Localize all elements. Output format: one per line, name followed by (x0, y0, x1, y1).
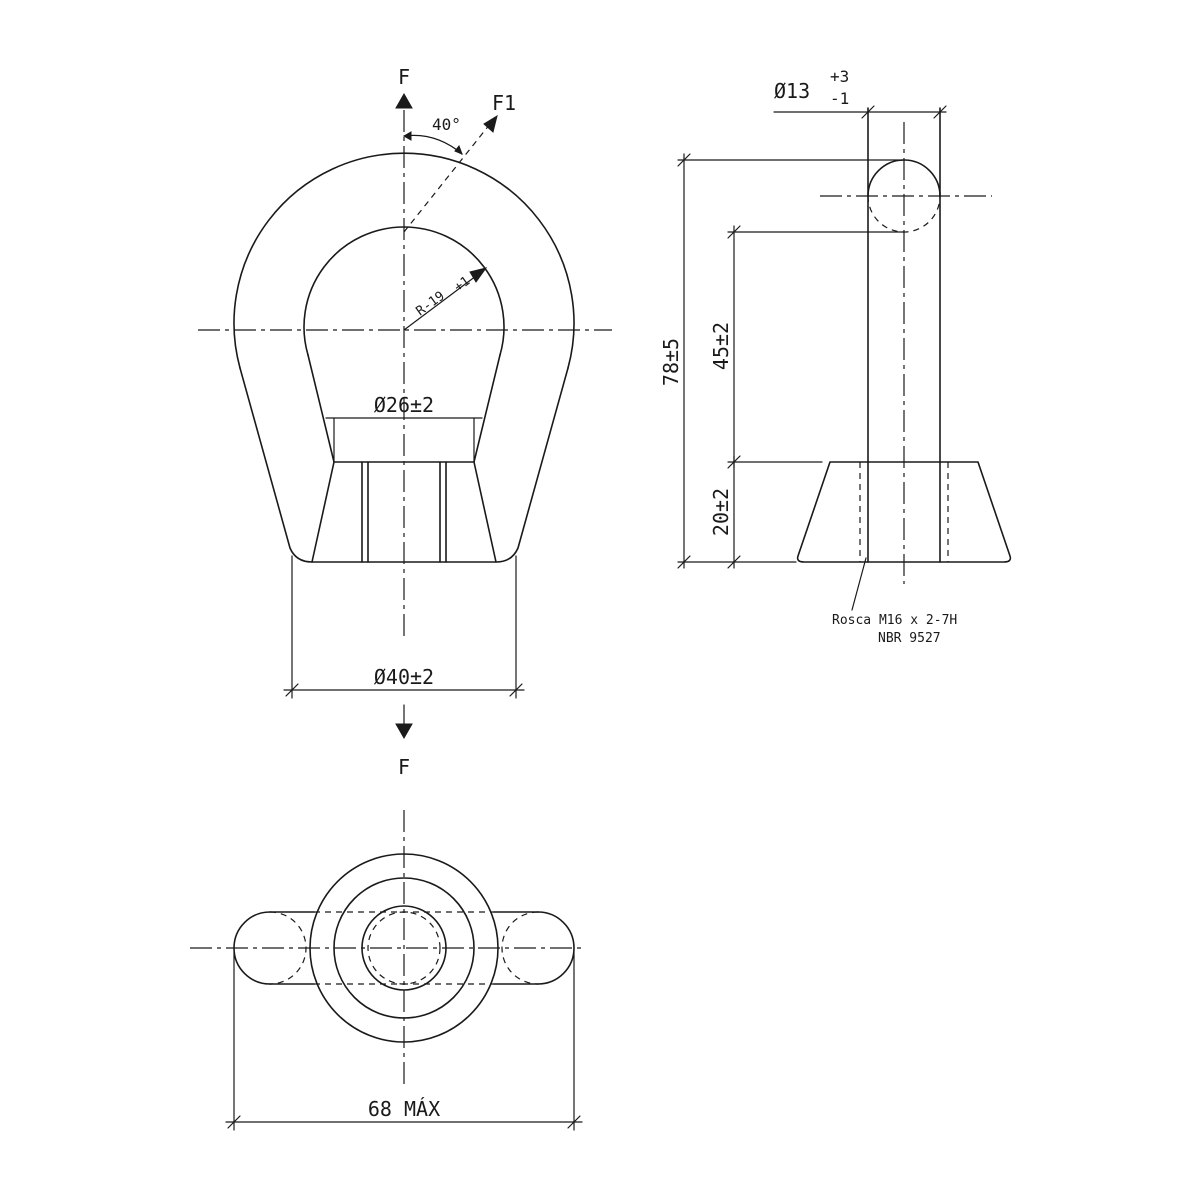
base-dia-tick-right (509, 683, 523, 697)
width-tick-left (227, 1115, 241, 1129)
force-bottom-arrow-icon (395, 723, 413, 740)
ring-dia-label: Ø13 (774, 79, 810, 103)
top-outer-ring (309, 853, 499, 1043)
wing-left-hidden (269, 911, 307, 985)
ring-tol-minus: -1 (830, 89, 849, 108)
dim-45-tick-top (727, 225, 741, 239)
force-top-arrow-icon (395, 92, 413, 109)
wing-left-end (233, 911, 271, 985)
thread-leader (851, 557, 867, 611)
angle-arc (403, 134, 463, 155)
eye-outer-arc (233, 152, 575, 369)
force-top-label: F (398, 65, 410, 89)
wing-right-end (537, 911, 575, 985)
force-angle-arrow-icon (483, 114, 498, 133)
dim-45-label: 45±2 (709, 322, 733, 370)
dim-20-tick-bottom (727, 555, 741, 569)
ring-tol-plus: +3 (830, 67, 849, 86)
front-view: F F1 40° R-19 +1 Ø26±2 (198, 65, 612, 779)
force-bottom-label: F (398, 755, 410, 779)
top-inner-ring (361, 905, 447, 991)
top-view: 68 MÁX (190, 810, 586, 1131)
base-right-edge (473, 461, 497, 563)
side-base-trapezoid (796, 461, 1012, 563)
eye-inner-arc (303, 226, 505, 356)
radius-arrow-icon (469, 267, 488, 283)
angle-arc-arrow-left-icon (402, 131, 412, 141)
eye-inner-legs (307, 354, 501, 463)
dim-78-tick-top (677, 153, 691, 167)
thread-spec-line2: NBR 9527 (878, 631, 941, 646)
angle-arc-arrow-right-icon (454, 145, 463, 155)
radius-tolerance: +1 (452, 274, 473, 295)
inner-dia-label: Ø26±2 (374, 393, 434, 417)
width-tick-right (567, 1115, 581, 1129)
ring-dia-tick-right (933, 105, 947, 119)
eye-outer-legs (239, 367, 569, 563)
force-angle-line (403, 123, 491, 233)
dim-78-tick-bottom (677, 555, 691, 569)
base-dia-label: Ø40±2 (374, 665, 434, 689)
base-left-edge (311, 461, 335, 563)
radius-label: R-19 (414, 289, 448, 320)
side-view: Ø13 +3 -1 78±5 45±2 20±2 Rosca M16 x 2-7… (659, 67, 1012, 646)
top-middle-ring (333, 877, 475, 1019)
wing-right-hidden (501, 911, 539, 985)
dim-20-label: 20±2 (709, 488, 733, 536)
thread-spec-line1: Rosca M16 x 2-7H (832, 613, 957, 628)
angle-label: 40° (432, 115, 461, 134)
radius-leader (403, 269, 485, 331)
dim-78-label: 78±5 (659, 338, 683, 386)
force-angle-label: F1 (492, 91, 516, 115)
base-dia-tick-left (285, 683, 299, 697)
width-label: 68 MÁX (368, 1097, 440, 1121)
ring-dia-tick-left (861, 105, 875, 119)
